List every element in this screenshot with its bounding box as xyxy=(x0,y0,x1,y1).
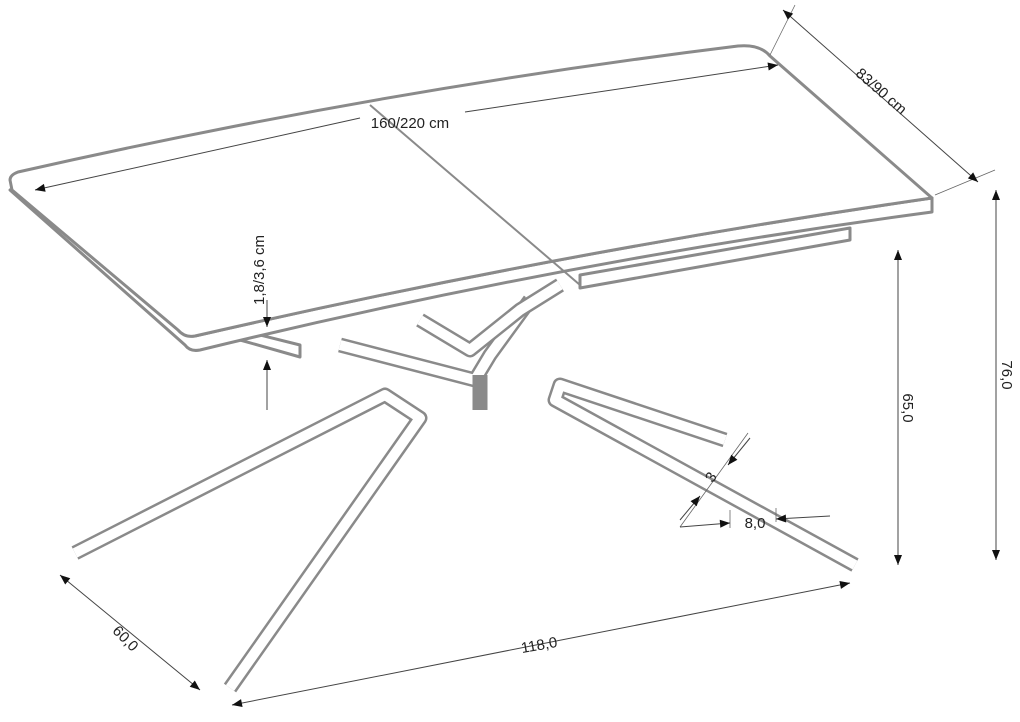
total-height-label: 76,0 xyxy=(998,360,1015,389)
table-legs xyxy=(71,278,859,693)
table-top xyxy=(8,44,934,359)
dimension-top-thickness: 1,8/3,6 cm xyxy=(251,235,271,410)
length-label: 160/220 cm xyxy=(371,115,449,132)
width-label: 83/90 cm xyxy=(852,65,910,118)
dimension-clearance-height: 65,0 xyxy=(894,250,916,565)
dimension-leg-width: 8,0 xyxy=(679,508,831,532)
dimension-total-height: 76,0 xyxy=(992,190,1015,560)
base-length-label: 118,0 xyxy=(520,634,559,657)
leg-width-label: 8,0 xyxy=(745,515,766,532)
dimension-base-depth: 60,0 xyxy=(59,574,201,691)
dimension-base-length: 118,0 xyxy=(231,581,851,707)
clearance-height-label: 65,0 xyxy=(899,393,916,422)
dimension-length: 160/220 cm xyxy=(34,62,779,192)
base-depth-label: 60,0 xyxy=(109,622,142,655)
top-thickness-label: 1,8/3,6 cm xyxy=(251,235,268,305)
